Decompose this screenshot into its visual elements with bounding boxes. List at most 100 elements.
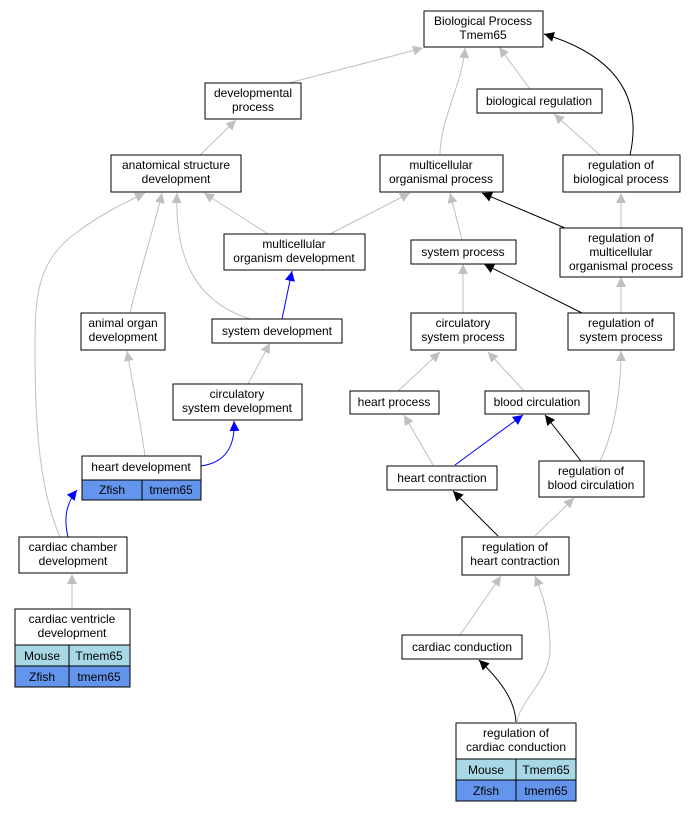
node-label-line: regulation of [482,540,549,554]
edge-heartcon-partof-bloodcirc [454,414,524,466]
node-label-line: animal organ [88,316,157,330]
edge-cardcond-to-reghc [459,575,502,636]
node-label-line: heart process [358,395,431,409]
node-cardiac-conduction[interactable]: cardiac conduction [401,634,523,660]
edge-regcc-regulates-cardcond [478,659,517,723]
node-label-line: multicellular [589,245,652,259]
gene-symbol-cell: tmem65 [149,483,193,497]
gene-symbol-cell: tmem65 [524,784,568,798]
node-label-line: anatomical structure [122,158,230,172]
node-label-line: blood circulation [494,395,581,409]
node-label-line: regulation of [558,464,625,478]
edge-sysdev-to-asd [171,192,251,320]
node-regulation-of-blood-circulation[interactable]: regulation of blood circulation [538,460,645,498]
node-label-line: process [232,100,274,114]
edge-ccd-to-asd [34,192,146,538]
node-label-line: biological regulation [486,94,592,108]
edge-csd-to-sysdev [247,342,271,385]
node-label-line: regulation of [483,726,550,740]
node-circulatory-system-development[interactable]: circulatory system development [172,383,303,421]
node-label-line: Tmem65 [459,28,507,42]
node-label-line: Biological Process [434,14,532,28]
node-label-line: circulatory [436,316,491,330]
node-label-line: system development [222,324,333,338]
node-label-line: development [142,172,211,186]
node-label-line: heart development [91,460,191,474]
edge-sysdev-partof-mcod [281,270,295,320]
edge-heartdev-to-aod [123,350,146,457]
edge-mcp-to-root [439,47,470,156]
edge-reghc-regulates-heartcon [452,490,499,537]
gene-symbol-cell: Tmem65 [75,649,123,663]
node-biological-process[interactable]: Biological Process Tmem65 [423,10,544,48]
edge-regblood-regulates-bloodcirc [544,414,582,462]
edge-regbp-regulates-root [543,32,634,156]
node-label-line: organismal process [389,172,493,186]
node-label-line: multicellular [409,158,472,172]
node-label-line: development [38,626,107,640]
edge-bioreg-to-root [498,46,531,90]
node-regulation-of-biological-process[interactable]: regulation of biological process [562,154,681,193]
edge-regsp-regulates-sysproc [483,263,583,314]
node-label-line: cardiac conduction [466,740,566,754]
node-label-line: blood circulation [548,478,635,492]
node-regulation-of-heart-contraction[interactable]: regulation of heart contraction [461,536,570,576]
node-label-line: heart contraction [397,471,486,485]
node-label-line: system process [421,330,504,344]
edge-sysproc-to-mcp [447,192,463,241]
node-animal-organ-development[interactable]: animal organ development [80,312,166,351]
node-cardiac-ventricle-development[interactable]: cardiac ventricle development Mouse Tmem… [14,608,131,688]
gene-species-cell: Zfish [99,483,125,497]
node-regulation-of-multicellular-organismal-process[interactable]: regulation of multicellular organismal p… [559,227,683,278]
gene-symbol-cell: Tmem65 [522,763,570,777]
node-label-line: regulation of [588,158,655,172]
node-label-line: regulation of [588,316,655,330]
edge-regblood-to-regsp [599,350,626,462]
node-multicellular-organism-development[interactable]: multicellular organism development [223,233,366,271]
gene-species-cell: Mouse [24,649,60,663]
gene-symbol-cell: tmem65 [77,670,121,684]
edge-regcc-to-reghc [516,575,551,723]
node-label-line: regulation of [588,231,655,245]
node-biological-regulation[interactable]: biological regulation [476,88,603,114]
node-label-line: cardiac conduction [412,640,512,654]
edge-devproc-to-root [276,45,424,87]
edge-heartproc-to-circsp [397,351,441,392]
node-label-line: cardiac ventricle [29,612,116,626]
gene-species-cell: Zfish [29,670,55,684]
gene-species-cell: Zfish [473,784,499,798]
node-regulation-of-cardiac-conduction[interactable]: regulation of cardiac conduction Mouse T… [455,722,577,802]
edge-aod-to-asd [129,192,165,314]
node-label-line: system process [579,330,662,344]
node-label-line: developmental [214,86,292,100]
node-blood-circulation[interactable]: blood circulation [484,390,590,415]
node-label-line: biological process [573,172,668,186]
edge-regbp-to-bioreg [553,113,601,156]
edge-ccd-partof-heartdev [65,489,78,538]
node-multicellular-organismal-process[interactable]: multicellular organismal process [379,154,504,193]
node-heart-contraction[interactable]: heart contraction [386,465,498,491]
node-label-line: organismal process [569,259,673,273]
node-regulation-of-system-process[interactable]: regulation of system process [567,312,675,351]
edge-asd-to-devproc [199,119,237,156]
node-label-line: multicellular [262,237,325,251]
node-system-development[interactable]: system development [211,318,343,344]
node-label-line: organism development [233,251,355,265]
node-circulatory-system-process[interactable]: circulatory system process [410,312,517,351]
node-heart-development[interactable]: heart development Zfish tmem65 [81,455,202,501]
edge-heartcon-to-heartproc [403,414,434,466]
edge-mcod-to-mcp [329,192,411,235]
node-system-process[interactable]: system process [410,239,517,265]
node-label-line: development [39,554,108,568]
edge-heartdev-partof-csd [200,420,240,467]
node-label-line: cardiac chamber [29,540,118,554]
node-label-line: heart contraction [470,554,559,568]
node-label-line: system process [421,245,504,259]
node-heart-process[interactable]: heart process [349,390,440,415]
node-label-line: circulatory [210,387,265,401]
edge-mcod-to-asd [203,192,269,235]
node-cardiac-chamber-development[interactable]: cardiac chamber development [18,536,128,574]
node-anatomical-structure-development[interactable]: anatomical structure development [110,154,242,193]
node-developmental-process[interactable]: developmental process [204,82,302,120]
